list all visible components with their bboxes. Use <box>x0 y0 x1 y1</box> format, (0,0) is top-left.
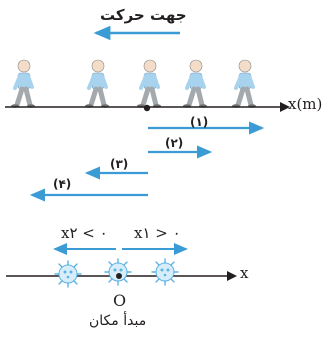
arrow-4-label: (۴) <box>53 177 72 191</box>
bottom-axis-arrowhead <box>227 271 237 281</box>
top-origin-dot <box>143 104 151 112</box>
origin-label: O <box>113 291 127 310</box>
positive-displacement-label: x۱ > ۰ <box>134 224 181 242</box>
origin-caption: مبدأ مکان <box>89 313 147 329</box>
walking-person-2 <box>85 60 109 108</box>
microbe-1 <box>54 260 82 288</box>
arrow-3-label: (۳) <box>110 157 129 171</box>
arrow-1-label: (۱) <box>190 115 209 129</box>
walking-person-4 <box>183 60 207 108</box>
arrow-2-label: (۲) <box>165 136 184 150</box>
walking-person-3 <box>137 60 161 108</box>
microbe-3 <box>151 258 179 286</box>
microbe-2 <box>104 258 132 286</box>
top-axis-arrowhead <box>280 102 290 112</box>
motion-direction-label: جهت حرکت <box>100 6 187 24</box>
walking-person-1 <box>11 60 35 108</box>
negative-displacement-label: x۲ < ۰ <box>61 224 108 242</box>
bottom-axis-label: x <box>240 264 249 282</box>
walking-person-5 <box>232 60 256 108</box>
bottom-origin-dot <box>116 273 122 279</box>
top-axis-label: x(m) <box>288 95 323 113</box>
